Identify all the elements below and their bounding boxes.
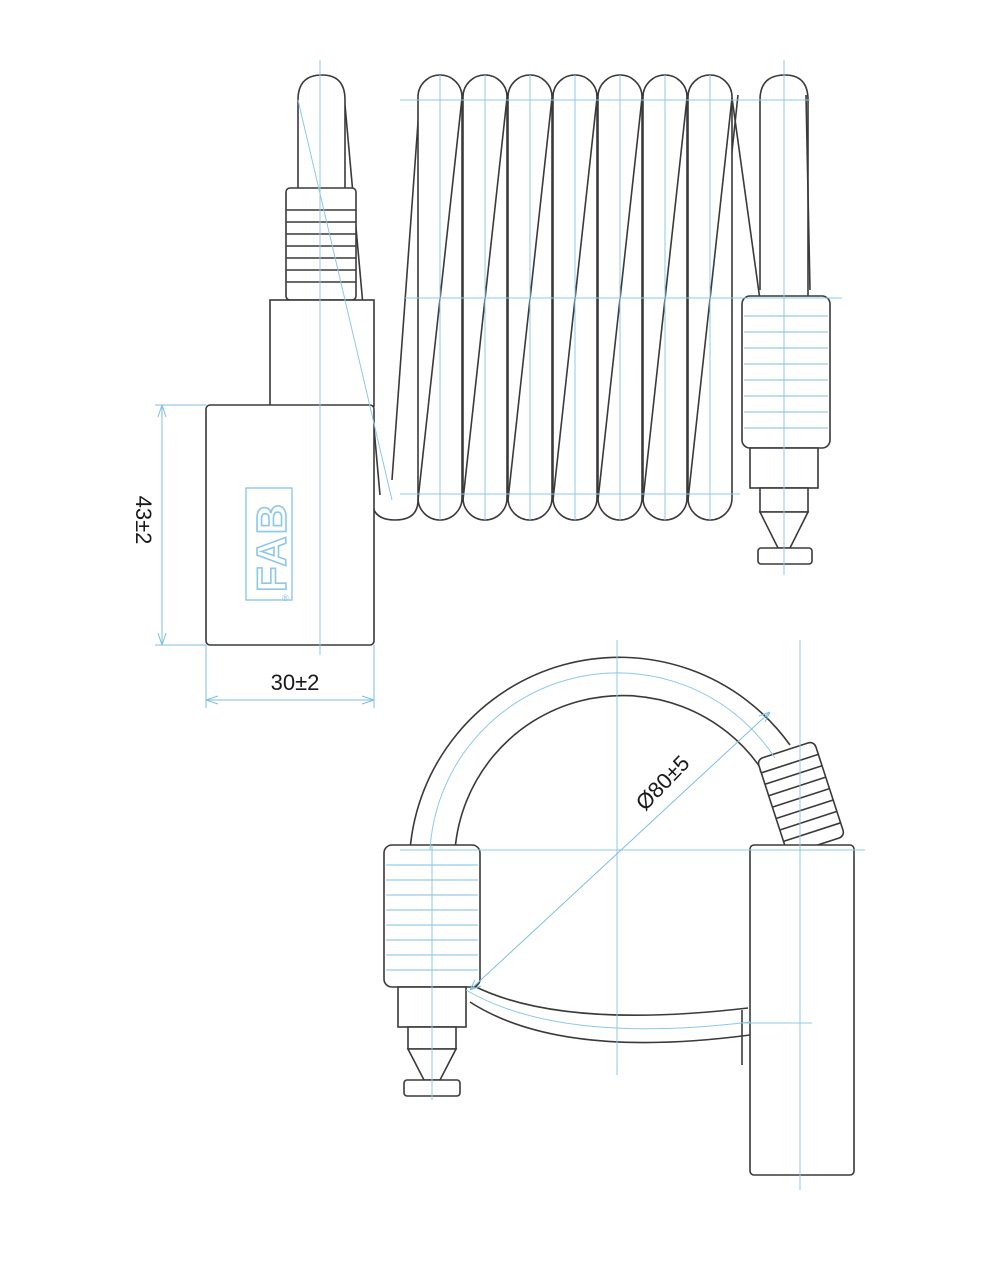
ring-centerlines: [400, 640, 865, 1190]
right-strain-relief: [741, 295, 831, 449]
ring-plug-housing: [749, 844, 855, 1176]
coil-ring-top-view: Ø80±5: [383, 640, 865, 1190]
top-centerlines: [297, 60, 842, 655]
diameter-dimension: [469, 711, 771, 991]
ring-inner: [454, 694, 763, 851]
ring-outer: [409, 656, 791, 851]
width-dimension-label: 30±2: [271, 670, 320, 695]
coiled-cable-side-view: FAB ®: [131, 60, 842, 708]
coil-last-strand: [731, 97, 761, 301]
left-connector-neck: [269, 299, 375, 407]
ring-outer-lower: [469, 1001, 751, 1044]
width-dimension: [205, 645, 375, 708]
ring-inner-lower: [471, 984, 749, 1016]
logo-text: FAB: [248, 502, 295, 592]
height-dimension: [155, 404, 206, 646]
diameter-dimension-label: Ø80±5: [631, 750, 695, 815]
coil-last-loop: [759, 74, 809, 300]
ring-right-strain-relief: [757, 741, 845, 854]
left-strain-relief: [285, 187, 357, 301]
left-cable-lead: [297, 74, 346, 191]
brand-logo: FAB: [245, 487, 296, 601]
plug-housing: [205, 404, 375, 646]
right-connector-tip: [757, 547, 813, 565]
registered-mark: ®: [282, 593, 289, 603]
height-dimension-label: 43±2: [131, 496, 156, 545]
